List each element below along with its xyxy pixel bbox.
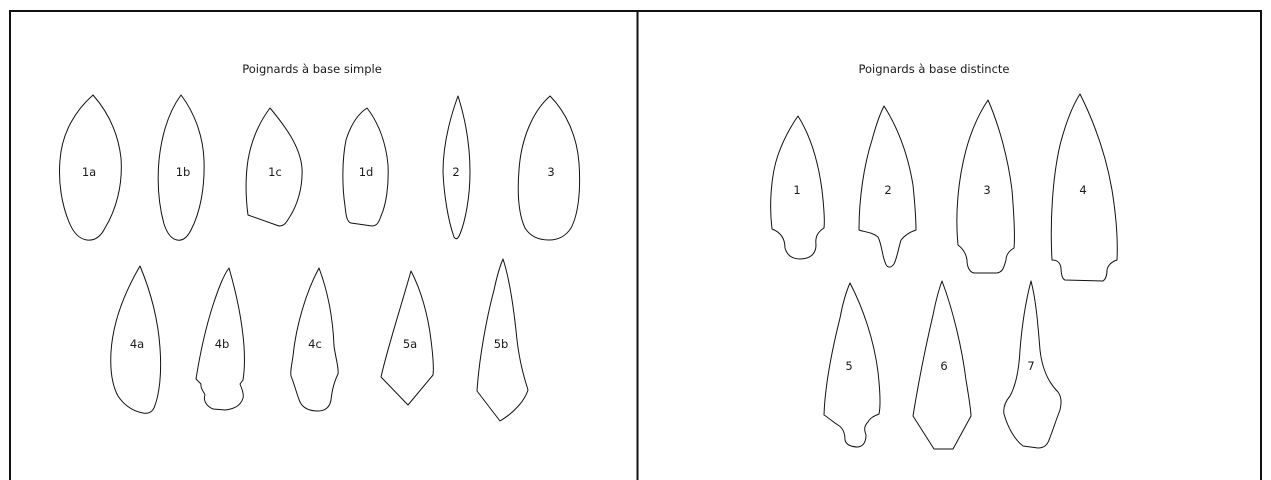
dagger-label: 1c	[268, 165, 282, 179]
dagger-label: 2	[884, 183, 891, 197]
dagger-outline-4c: 4c	[291, 268, 338, 411]
dagger-label: 1	[793, 183, 800, 197]
dagger-outline-2: 2	[443, 96, 470, 239]
panel-title-distinct-base: Poignards à base distincte	[858, 62, 1009, 76]
dagger-outline-5a: 5a	[381, 271, 433, 405]
dagger-outline-3: 3	[518, 96, 579, 240]
panel-distinct-base: Poignards à base distincte 1 2 3 4 5	[771, 62, 1118, 449]
dagger-label: 4	[1079, 183, 1086, 197]
dagger-outline-1c: 1c	[246, 108, 302, 226]
dagger-outline-d2: 2	[859, 106, 916, 267]
dagger-outline-1d: 1d	[343, 108, 388, 226]
dagger-label: 3	[983, 183, 990, 197]
dagger-outline-1a: 1a	[59, 95, 121, 240]
dagger-outline-d4: 4	[1051, 94, 1117, 281]
dagger-label: 7	[1027, 359, 1034, 373]
dagger-outline-d3: 3	[957, 100, 1015, 273]
dagger-outline-d6: 6	[913, 281, 971, 449]
dagger-label: 5	[845, 359, 852, 373]
dagger-outline-4b: 4b	[196, 268, 244, 410]
panel-simple-base: Poignards à base simple 1a 1b 1c 1d 2	[59, 62, 579, 421]
dagger-outline-d5: 5	[824, 283, 880, 447]
dagger-label: 4a	[130, 337, 144, 351]
dagger-outline-d7: 7	[1004, 281, 1061, 448]
dagger-label: 3	[547, 165, 554, 179]
dagger-outline-4a: 4a	[111, 266, 161, 413]
dagger-label: 1d	[359, 165, 374, 179]
dagger-label: 6	[940, 359, 947, 373]
panel-title-simple-base: Poignards à base simple	[242, 62, 382, 76]
dagger-label: 1b	[176, 165, 191, 179]
dagger-label: 2	[452, 165, 459, 179]
dagger-label: 1a	[82, 165, 96, 179]
dagger-label: 5a	[403, 337, 417, 351]
dagger-label: 4c	[308, 337, 322, 351]
dagger-label: 4b	[215, 337, 230, 351]
dagger-outline-1b: 1b	[158, 95, 204, 240]
dagger-outline-d1: 1	[771, 116, 825, 259]
dagger-outline-5b: 5b	[477, 259, 528, 421]
dagger-label: 5b	[494, 337, 509, 351]
